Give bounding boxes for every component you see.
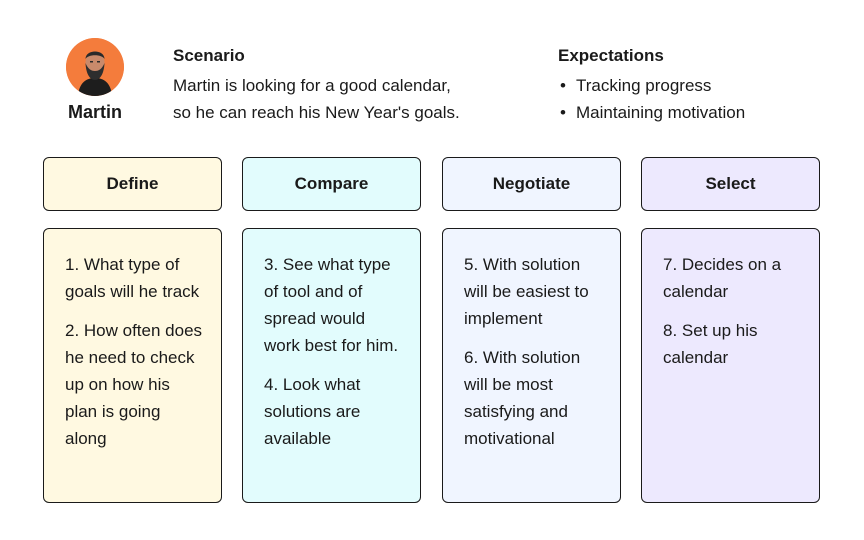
scenario-section: Scenario Martin is looking for a good ca… bbox=[173, 46, 533, 126]
scenario-text: Martin is looking for a good calendar, s… bbox=[173, 72, 533, 126]
expectations-section: Expectations Tracking progress Maintaini… bbox=[558, 46, 838, 126]
avatar bbox=[66, 38, 124, 96]
expectations-title: Expectations bbox=[558, 46, 664, 65]
stage-header-select: Select bbox=[641, 157, 820, 211]
persona: Martin bbox=[60, 38, 130, 123]
stage-card-compare: 3. See what type of tool and of spread w… bbox=[242, 228, 421, 503]
expectation-item: Maintaining motivation bbox=[558, 99, 838, 126]
stage-card-select: 7. Decides on a calendar 8. Set up his c… bbox=[641, 228, 820, 503]
persona-name: Martin bbox=[68, 102, 122, 122]
step-item: 2. How often does he need to check up on… bbox=[65, 321, 203, 448]
step-item: 8. Set up his calendar bbox=[663, 321, 758, 367]
step-item: 5. With solution will be easiest to impl… bbox=[464, 255, 589, 328]
stage-card-negotiate: 5. With solution will be easiest to impl… bbox=[442, 228, 621, 503]
step-item: 4. Look what solutions are available bbox=[264, 375, 361, 448]
step-item: 6. With solution will be most satisfying… bbox=[464, 348, 581, 448]
stage-header-compare: Compare bbox=[242, 157, 421, 211]
expectation-item: Tracking progress bbox=[558, 72, 838, 99]
stage-card-define: 1. What type of goals will he track 2. H… bbox=[43, 228, 222, 503]
scenario-line: Martin is looking for a good calendar, bbox=[173, 76, 451, 95]
expectations-list: Tracking progress Maintaining motivation bbox=[558, 72, 838, 126]
person-icon bbox=[66, 38, 124, 96]
step-item: 1. What type of goals will he track bbox=[65, 255, 200, 301]
stage-header-negotiate: Negotiate bbox=[442, 157, 621, 211]
scenario-title: Scenario bbox=[173, 46, 245, 65]
step-item: 3. See what type of tool and of spread w… bbox=[264, 255, 399, 355]
step-item: 7. Decides on a calendar bbox=[663, 255, 782, 301]
scenario-line: so he can reach his New Year's goals. bbox=[173, 103, 460, 122]
stage-header-define: Define bbox=[43, 157, 222, 211]
